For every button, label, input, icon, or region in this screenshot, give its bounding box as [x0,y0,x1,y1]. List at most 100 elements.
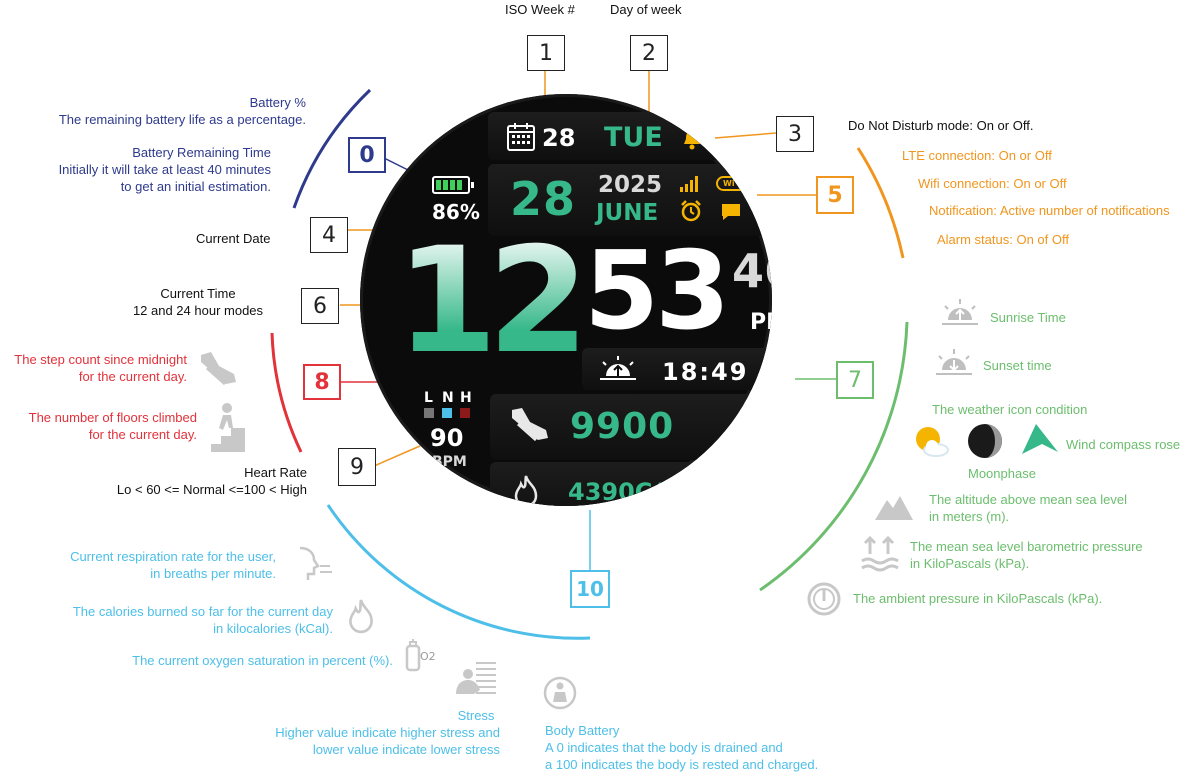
battery-icon [432,176,474,194]
alarm-label: Alarm status: On of Off [937,232,1069,247]
respiration-desc1: Current respiration rate for the user, [70,549,276,564]
body-battery-desc1: A 0 indicates that the body is drained a… [545,740,783,755]
callout-4: 4 [310,217,348,253]
battery-time-desc2: to get an initial estimation. [120,179,271,194]
flame-icon [514,475,538,506]
battery-pct-desc: The remaining battery life as a percenta… [58,112,306,127]
second-value: 46 [732,244,772,298]
current-date-label: Current Date [196,231,271,246]
date-value: 28 [510,172,577,226]
stress-desc1: Higher value indicate higher stress and [275,725,500,740]
dnd-label: Do Not Disturb mode: On or Off. [848,118,1034,133]
notification-label: Notification: Active number of notificat… [929,203,1170,218]
calories-desc1: The calories burned so far for the curre… [72,604,333,619]
callout-1: 1 [527,35,565,71]
gauge-icon [807,582,841,616]
calories-desc2: in kilocalories (kCal). [213,621,333,636]
wifi-icon: Wi Fi [716,176,753,191]
month-value: JUNE [596,200,659,226]
stress-desc2: lower value indicate lower stress [312,742,500,757]
connectivity-arc [856,147,905,259]
hr-high-label: H [460,390,472,406]
bell-icon [684,130,700,150]
respiration-icon [299,546,332,580]
ampm-value: PM [750,310,772,335]
moonphase-icon [968,424,1002,458]
sunset-legend-icon [936,349,972,375]
mountain-icon [875,496,913,520]
year-value: 2025 [598,172,663,198]
callout-10: 10 [570,570,610,608]
time-modes-label: 12 and 24 hour modes [132,303,264,318]
body-battery-desc2: a 100 indicates the body is rested and c… [545,757,819,772]
respiration-desc2: in breaths per minute. [150,566,276,581]
sunset-label: Sunset time [983,358,1052,373]
hr-low-indicator [424,408,434,418]
oxygen-desc: The current oxygen saturation in percent… [132,653,393,668]
wifi-label: Wifi connection: On or Off [918,176,1067,191]
environment-arc [759,321,909,592]
notification-icon [722,204,740,220]
lte-label: LTE connection: On or Off [902,148,1052,163]
iso-week-value: 28 [542,124,576,152]
steps-desc2: for the current day. [78,369,187,384]
weather-label: The weather icon condition [932,402,1088,417]
steps-desc1: The step count since midnight [14,352,187,367]
floors-desc1: The number of floors climbed [28,410,197,425]
battery-time-title: Battery Remaining Time [132,145,271,160]
calories-value: 4390CAL [568,478,687,506]
floors-desc2: for the current day. [88,427,197,442]
sunrise-legend-icon [942,299,978,325]
sea-level-pressure-icon [861,535,899,572]
calendar-icon [507,123,535,151]
stairs-climber-icon [211,403,245,452]
alarm-icon [681,200,701,222]
iso-week-label: ISO Week # [505,2,575,17]
moonphase-label: Moonphase [968,466,1036,481]
callout-7: 7 [836,361,874,399]
pressure-desc2: in KiloPascals (kPa). [910,556,1030,571]
ambient-pressure-label: The ambient pressure in KiloPascals (kPa… [853,591,1103,606]
day-of-week-label: Day of week [610,2,682,17]
battery-arc [292,88,372,209]
hr-normal-label: N [442,390,454,406]
sun-time-value: 18:49 [662,358,749,386]
stress-icon [456,662,496,694]
day-of-week-value: TUE [604,122,663,153]
current-time-label: Current Time [160,286,236,301]
stress-title: Stress [457,708,495,723]
panel-calories [490,462,772,506]
hr-high-indicator [460,408,470,418]
battery-percent-value: 86% [432,200,480,224]
oxygen-tank-icon [405,639,421,672]
sunrise-icon [600,356,636,380]
callout-0: 0 [348,137,386,173]
shoe-icon [512,408,548,442]
callout-3: 3 [776,116,814,152]
hr-normal-indicator [442,408,452,418]
battery-time-desc1: Initially it will take at least 40 minut… [58,162,271,177]
running-shoe-icon [201,352,236,386]
calories-flame-icon [349,599,373,634]
heart-rate-desc: Lo < 60 <= Normal <=100 < High [116,482,307,497]
weather-partly-cloudy-icon [916,427,949,457]
body-battery-icon [543,676,577,710]
heart-rate-title: Heart Rate [244,465,307,480]
minute-value: 53 [584,229,730,354]
callout-9: 9 [338,448,376,486]
leader-9 [373,445,421,467]
watch-face: 28 TUE 86% 28 2025 JUNE Wi Fi 12 53 46 P… [360,94,772,506]
callout-5: 5 [816,176,854,214]
health-arc [326,504,591,640]
altitude-desc2: in meters (m). [929,509,1010,524]
pressure-desc1: The mean sea level barometric pressure [910,539,1143,554]
body-battery-title: Body Battery [545,723,620,738]
hr-unit: BPM [432,454,467,470]
battery-pct-title: Battery % [249,95,306,110]
hour-value: 12 [396,216,589,386]
callout-2: 2 [630,35,668,71]
hr-value: 90 [430,424,464,452]
steps-value: 9900 [570,406,675,447]
altitude-desc1: The altitude above mean sea level [929,492,1128,507]
callout-8: 8 [303,364,341,400]
